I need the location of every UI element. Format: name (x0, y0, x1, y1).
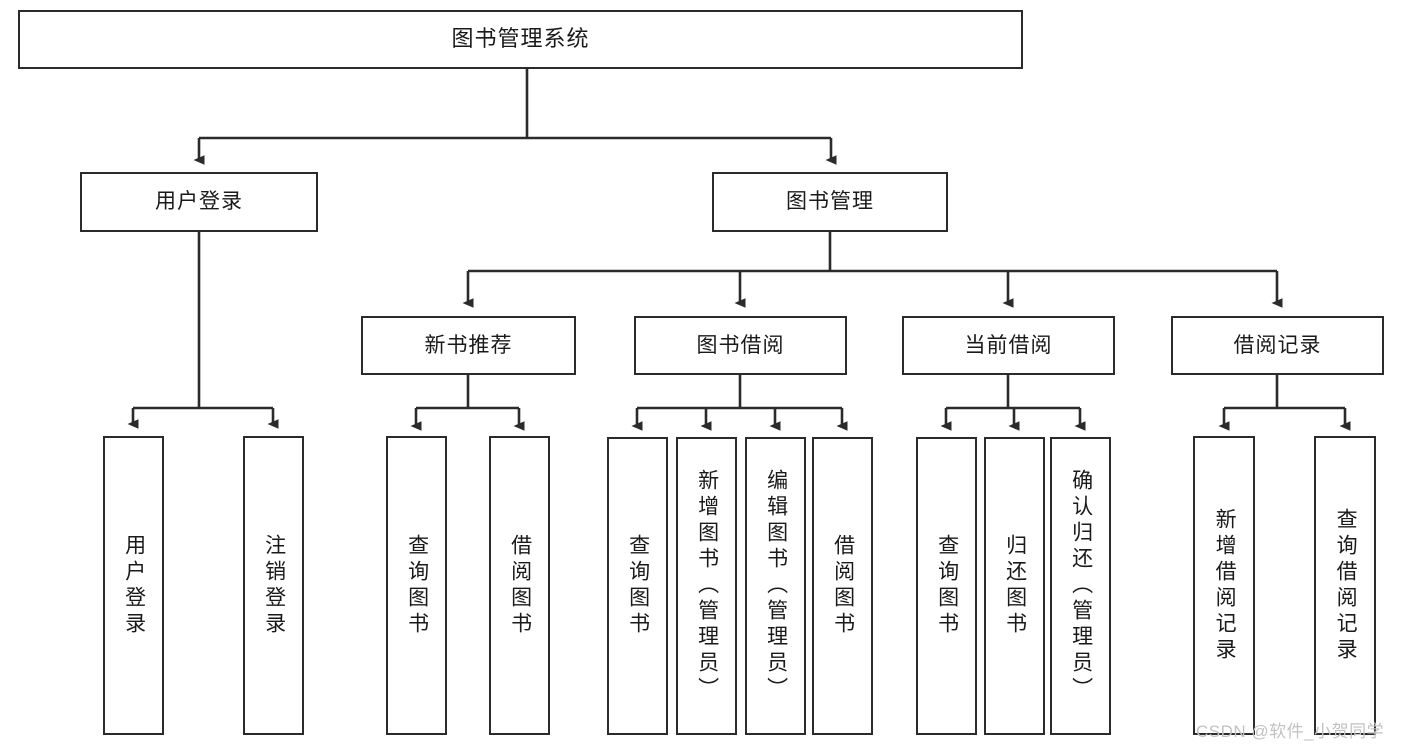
node-borrow-record[interactable]: 借阅记录 (1171, 316, 1384, 375)
leaf-query-book-2[interactable]: 查询图书 (607, 437, 668, 735)
node-user-login[interactable]: 用户登录 (80, 172, 318, 232)
leaf-query-record[interactable]: 查询借阅记录 (1314, 436, 1376, 735)
leaf-query-book-3[interactable]: 查询图书 (916, 437, 977, 735)
node-book-manage[interactable]: 图书管理 (712, 172, 948, 232)
leaf-logout-login-label: 注销登录 (262, 533, 286, 638)
leaf-user-login-label: 用户登录 (122, 533, 146, 638)
leaf-query-book-2-label: 查询图书 (626, 534, 650, 638)
leaf-return-book-label: 归还图书 (1003, 534, 1027, 638)
leaf-add-book-label: 新增图书（管理员） (695, 469, 719, 703)
leaf-add-record[interactable]: 新增借阅记录 (1193, 436, 1255, 735)
node-current-borrow[interactable]: 当前借阅 (902, 316, 1115, 375)
node-root[interactable]: 图书管理系统 (18, 10, 1023, 69)
leaf-query-book-1[interactable]: 查询图书 (386, 436, 447, 735)
leaf-query-book-1-label: 查询图书 (405, 533, 429, 638)
leaf-borrow-book-1[interactable]: 借阅图书 (489, 436, 550, 735)
leaf-borrow-book-2[interactable]: 借阅图书 (812, 437, 873, 735)
leaf-return-book[interactable]: 归还图书 (984, 437, 1045, 735)
leaf-add-record-label: 新增借阅记录 (1213, 507, 1237, 664)
leaf-confirm-return-label: 确认归还（管理员） (1069, 469, 1093, 703)
leaf-borrow-book-2-label: 借阅图书 (831, 534, 855, 638)
node-book-borrow[interactable]: 图书借阅 (634, 316, 847, 375)
leaf-query-book-3-label: 查询图书 (935, 534, 959, 638)
node-new-book-recommend[interactable]: 新书推荐 (361, 316, 576, 375)
leaf-add-book[interactable]: 新增图书（管理员） (676, 437, 737, 735)
leaf-logout-login[interactable]: 注销登录 (243, 436, 304, 735)
leaf-edit-book[interactable]: 编辑图书（管理员） (745, 437, 806, 735)
leaf-query-record-label: 查询借阅记录 (1334, 507, 1358, 664)
leaf-borrow-book-1-label: 借阅图书 (508, 533, 532, 638)
leaf-confirm-return[interactable]: 确认归还（管理员） (1050, 437, 1111, 735)
leaf-user-login[interactable]: 用户登录 (103, 436, 164, 735)
leaf-edit-book-label: 编辑图书（管理员） (764, 469, 788, 703)
